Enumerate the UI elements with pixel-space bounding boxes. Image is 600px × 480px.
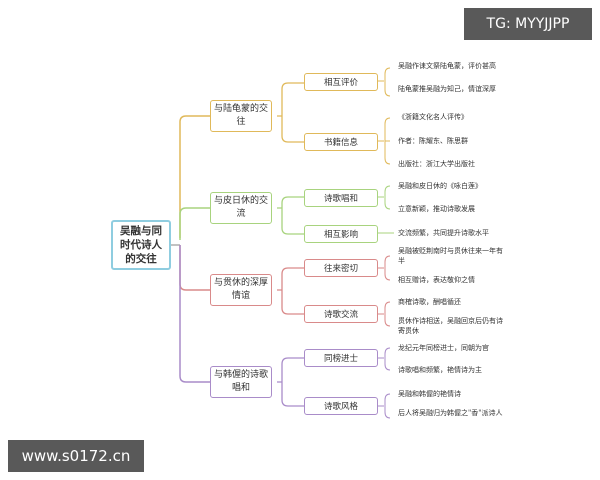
- leaf-text: 龙纪元年同榜进士，同朝为官: [398, 344, 489, 352]
- leaf-text: 《浙籍文化名人评传》: [398, 113, 468, 121]
- branch-lu-guimeng: 与陆龟蒙的交往: [210, 100, 272, 132]
- root-node: 吴融与同时代诗人的交往: [111, 220, 171, 270]
- watermark-bottom-left: www.s0172.cn: [8, 440, 144, 472]
- leaf-text: 贯休作诗相送，吴融回京后仍有诗寄贯休: [398, 317, 503, 335]
- leaf-text: 作者：陈耀东、陈思群: [398, 137, 468, 145]
- node-same-list-jinshi: 同榜进士: [304, 349, 378, 367]
- node-mutual-evaluation: 相互评价: [304, 73, 378, 91]
- node-mutual-influence: 相互影响: [304, 225, 378, 243]
- leaf-text: 诗歌唱和频繁，艳情诗为主: [398, 366, 482, 374]
- leaf-text: 相互赠诗，表达敬仰之情: [398, 276, 475, 284]
- leaf-text: 吴融作诔文祭陆龟蒙，评价甚高: [398, 62, 496, 70]
- leaf-text: 商榷诗歌，酬唱循还: [398, 298, 461, 306]
- node-book-info: 书籍信息: [304, 133, 378, 151]
- leaf-text: 交流频繁，共同提升诗歌水平: [398, 229, 489, 237]
- branch-guan-xiu: 与贯休的深厚情谊: [210, 274, 272, 306]
- node-close-contact: 往来密切: [304, 259, 378, 277]
- branch-pi-rixiu: 与皮日休的交流: [210, 192, 272, 224]
- leaf-text: 吴融和韩偓的艳情诗: [398, 390, 461, 398]
- leaf-text: 吴融被贬荆南时与贯休往来一年有半: [398, 247, 503, 265]
- watermark-top-right: TG: MYYJJPP: [464, 8, 592, 40]
- leaf-text: 出版社：浙江大学出版社: [398, 160, 475, 168]
- node-poetry-style: 诗歌风格: [304, 397, 378, 415]
- leaf-text: 后人将吴融归为韩偓之"香"派诗人: [398, 409, 503, 417]
- leaf-text: 立意新颖，推动诗歌发展: [398, 205, 475, 213]
- node-poetry-exchange: 诗歌唱和: [304, 189, 378, 207]
- leaf-text: 陆龟蒙推吴融为知己，情谊深厚: [398, 85, 496, 93]
- leaf-text: 吴融和皮日休的《咏白莲》: [398, 182, 482, 190]
- node-poetry-communication: 诗歌交流: [304, 305, 378, 323]
- branch-han-wo: 与韩偓的诗歌唱和: [210, 366, 272, 398]
